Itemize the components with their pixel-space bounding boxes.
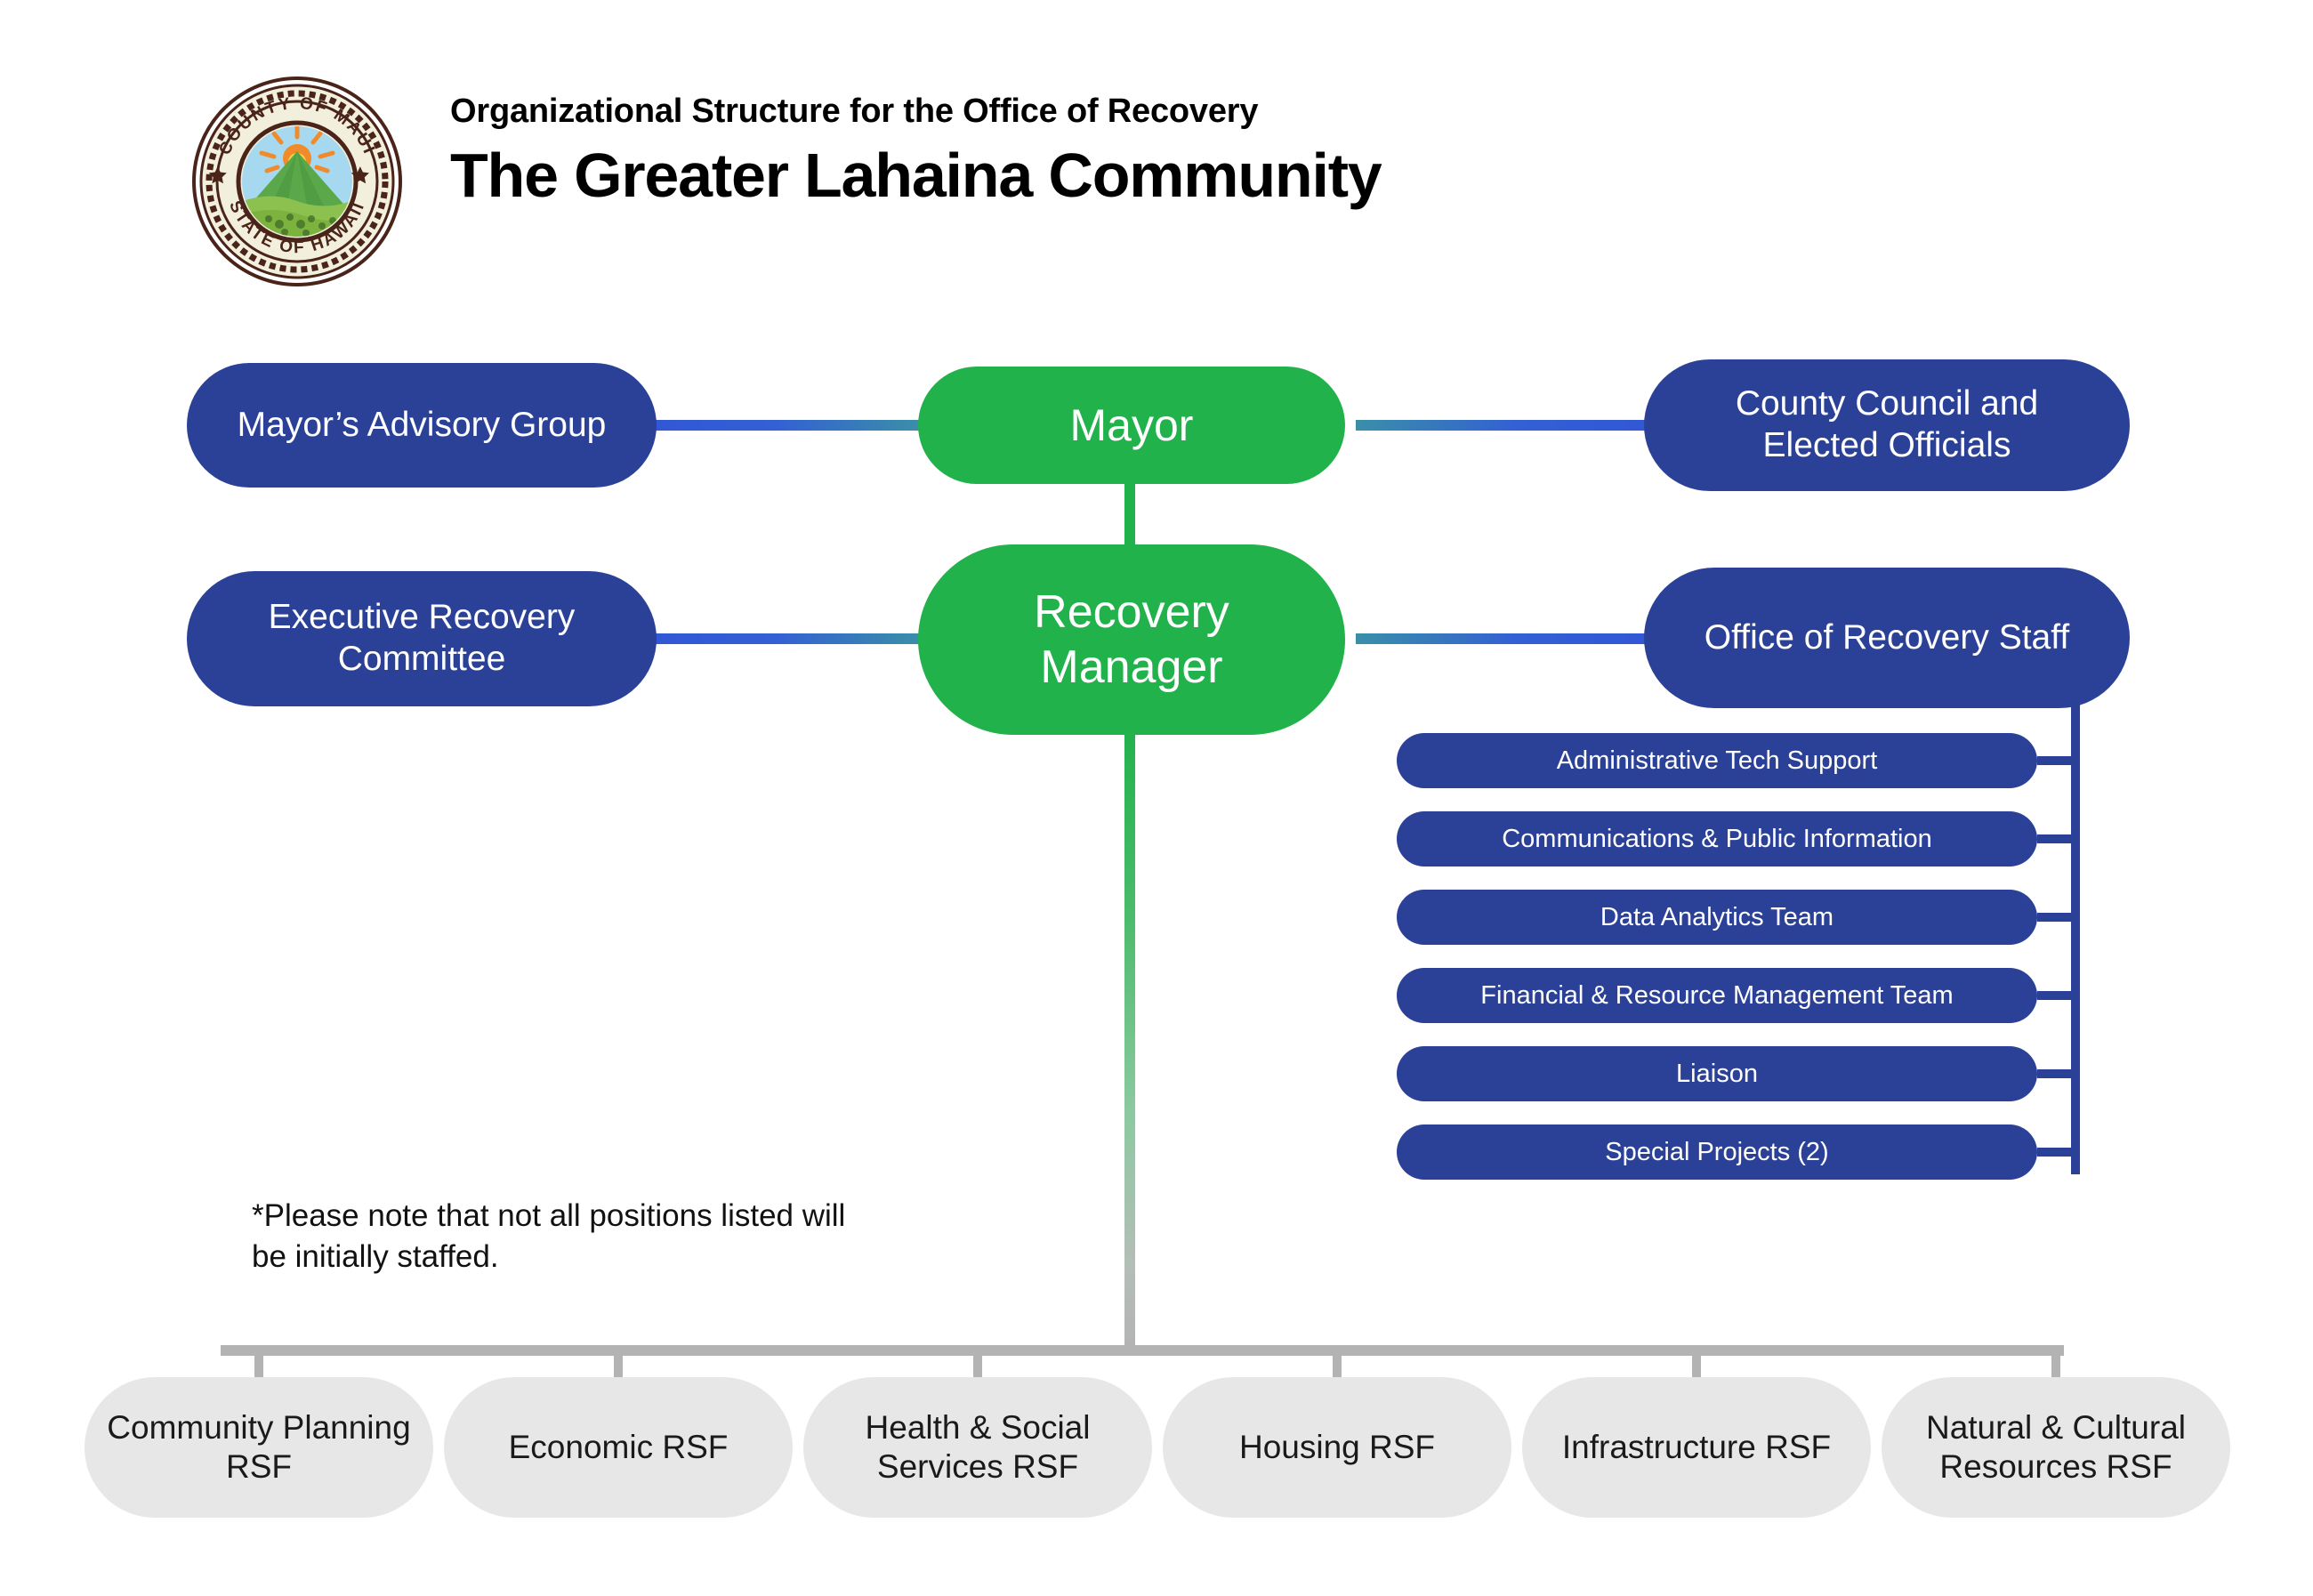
staff-unit-label: Communications & Public Information [1502,824,1932,853]
rsf-unit-label: Natural & Cultural Resources RSF [1925,1408,2186,1485]
rsf-drop-2 [614,1350,623,1384]
connector-executive-committee-to-recovery-manager [654,633,921,644]
connector-advisory-to-mayor [654,420,921,431]
node-label: Mayor [1069,400,1194,450]
staff-unit-label: Liaison [1676,1059,1758,1088]
staff-unit-2[interactable]: Communications & Public Information [1397,811,2037,867]
node-county-council-and-elected-officials[interactable]: County Council and Elected Officials [1644,359,2130,491]
node-mayor[interactable]: Mayor [918,367,1345,484]
staff-unit-label: Financial & Resource Management Team [1480,980,1954,1010]
connector-recovery-manager-to-rsf-bar [1124,731,1135,1345]
rsf-unit-label: Infrastructure RSF [1561,1428,1832,1465]
rsf-unit-1[interactable]: Community Planning RSF [85,1377,433,1518]
rsf-unit-5[interactable]: Infrastructure RSF [1522,1377,1871,1518]
staff-stub-3 [2037,913,2080,922]
staff-unit-4[interactable]: Financial & Resource Management Team [1397,968,2037,1023]
staff-unit-1[interactable]: Administrative Tech Support [1397,733,2037,788]
rsf-drop-6 [2051,1350,2060,1384]
node-executive-recovery-committee[interactable]: Executive Recovery Committee [187,571,657,706]
staff-unit-5[interactable]: Liaison [1397,1046,2037,1101]
node-label: Executive Recovery Committee [268,598,576,678]
connector-mayor-to-council [1356,420,1649,431]
node-recovery-manager[interactable]: Recovery Manager [918,544,1345,735]
rsf-drop-1 [254,1350,263,1384]
maui-county-seal-icon: COUNTY OF MAUI STATE OF HAWAII [192,77,402,286]
rsf-drop-3 [973,1350,982,1384]
rsf-unit-label: Housing RSF [1238,1428,1436,1465]
rsf-drop-4 [1333,1350,1342,1384]
rsf-unit-4[interactable]: Housing RSF [1163,1377,1511,1518]
rsf-unit-6[interactable]: Natural & Cultural Resources RSF [1882,1377,2230,1518]
rsf-unit-label: Health & Social Services RSF [865,1408,1091,1485]
rsf-unit-2[interactable]: Economic RSF [444,1377,793,1518]
node-label: Office of Recovery Staff [1704,617,2070,657]
staff-unit-label: Special Projects (2) [1605,1137,1829,1166]
rsf-unit-3[interactable]: Health & Social Services RSF [803,1377,1152,1518]
staff-stub-6 [2037,1148,2080,1157]
node-office-of-recovery-staff[interactable]: Office of Recovery Staff [1644,568,2130,708]
staff-spine-vertical [2071,703,2080,1174]
staff-stub-2 [2037,834,2080,843]
staff-stub-5 [2037,1069,2080,1078]
staff-unit-label: Administrative Tech Support [1556,746,1878,775]
page-header: COUNTY OF MAUI STATE OF HAWAII Organizat… [192,77,1882,299]
node-label: Mayor’s Advisory Group [237,405,607,444]
staff-unit-3[interactable]: Data Analytics Team [1397,890,2037,945]
connector-mayor-to-recovery-manager [1124,480,1135,556]
node-mayors-advisory-group[interactable]: Mayor’s Advisory Group [187,363,657,488]
staff-unit-label: Data Analytics Team [1600,902,1834,931]
staff-stub-4 [2037,991,2080,1000]
connector-recovery-manager-to-staff [1356,633,1649,644]
node-label: Recovery Manager [1034,585,1229,693]
page-title: The Greater Lahaina Community [450,140,1382,210]
staffing-footnote: *Please note that not all positions list… [252,1198,846,1275]
node-label: County Council and Elected Officials [1735,384,2039,464]
rsf-drop-5 [1692,1350,1701,1384]
staff-unit-6[interactable]: Special Projects (2) [1397,1124,2037,1180]
rsf-unit-label: Economic RSF [508,1428,729,1465]
header-text-block: Organizational Structure for the Office … [450,93,1382,210]
rsf-unit-label: Community Planning RSF [107,1408,411,1485]
staff-stub-1 [2037,756,2080,765]
rsf-horizontal-bar [221,1345,2064,1356]
page-subtitle: Organizational Structure for the Office … [450,93,1259,130]
